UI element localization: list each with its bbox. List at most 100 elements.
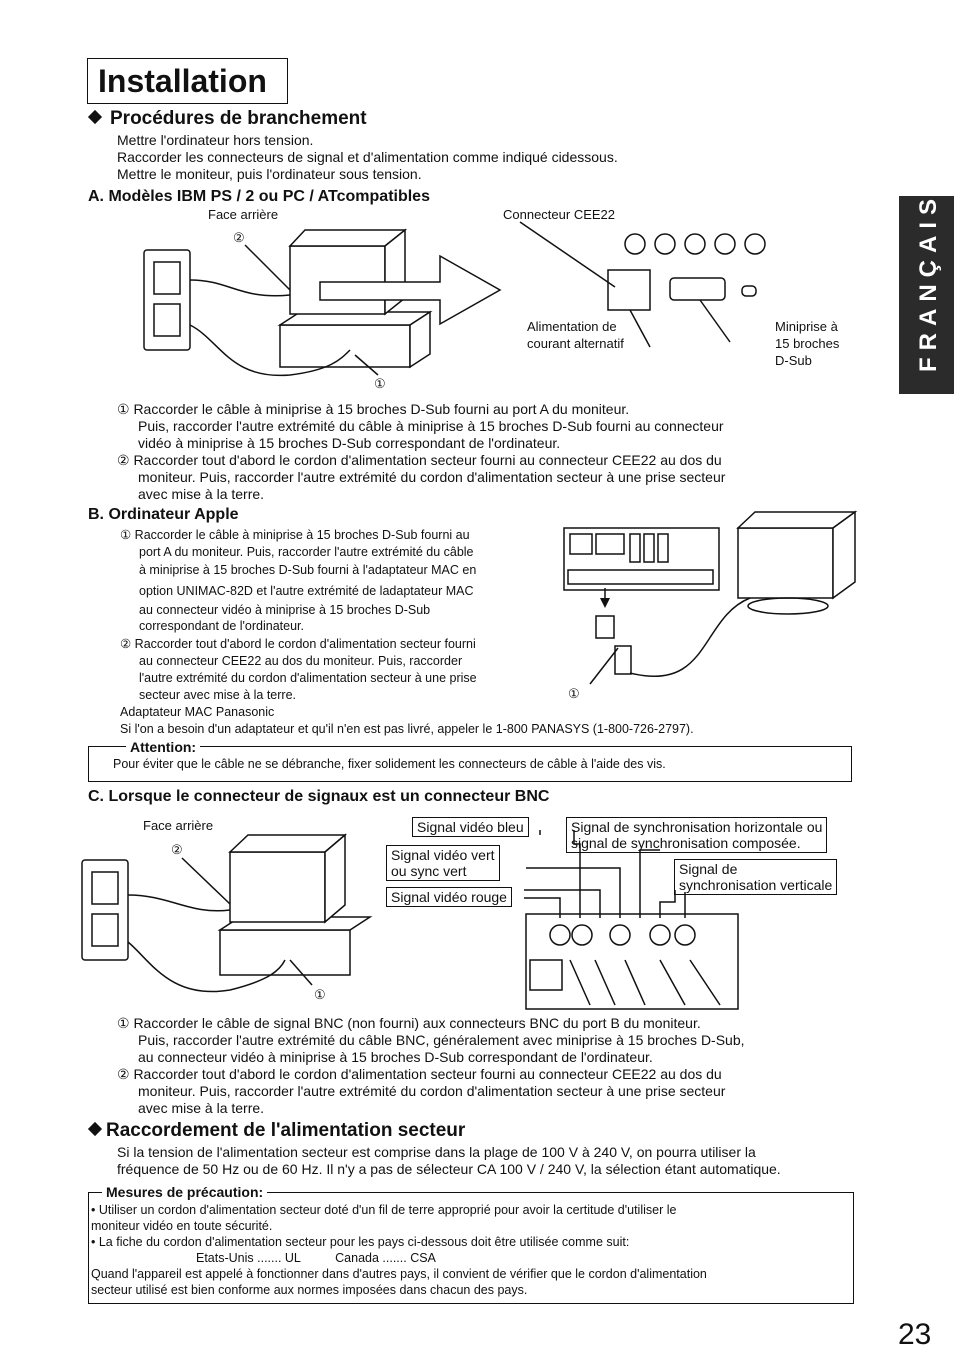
monitor-side-icon [324, 833, 346, 924]
bnc-cables-icon [569, 959, 721, 1006]
diagram-b-illustration [563, 510, 858, 685]
leader-line-icon [639, 849, 660, 918]
callout-1: ① [314, 987, 326, 1002]
adapter-caption: Adaptateur MAC Panasonic [120, 705, 275, 719]
callout-line-icon [289, 959, 313, 986]
monitor-back-icon [229, 851, 326, 923]
step-a2-line: avec mise à la terre. [138, 486, 265, 502]
bnc-connector-icon [624, 233, 646, 255]
bnc-connector-icon [744, 233, 766, 255]
power-cable-icon [189, 279, 291, 297]
step-c1-line: au connecteur vidéo à miniprise à 15 bro… [138, 1049, 653, 1065]
label-signal-vert-line: Signal vidéo vert [391, 847, 495, 863]
monitor-back-icon [737, 527, 834, 599]
diagram-c-illustration [81, 833, 373, 993]
language-side-tab: FRANÇAIS [899, 192, 954, 394]
procedures-heading-text: Procédures de branchement [110, 108, 367, 129]
callout-line-icon [519, 221, 616, 288]
label-vsync-line: Signal de [679, 861, 738, 877]
miniprise-label: Miniprise à [775, 319, 838, 334]
zoom-arrow-icon [319, 254, 502, 326]
procedure-line: Raccorder les connecteurs de signal et d… [117, 149, 618, 165]
adapter-note: Si l'on a besoin d'un adaptateur et qu'i… [120, 722, 694, 736]
wall-outlet-icon [81, 859, 129, 961]
power-line: Si la tension de l'alimentation secteur … [117, 1144, 756, 1160]
bnc-connector-icon [549, 924, 571, 946]
step-b2-line: au connecteur CEE22 au dos du moniteur. … [139, 654, 463, 668]
precaution-line: • Utiliser un cordon d'alimentation sect… [91, 1203, 677, 1217]
callout-line-icon [181, 857, 231, 905]
step-c2-line: ② Raccorder tout d'abord le cordon d'ali… [117, 1066, 722, 1082]
step-a1-line: vidéo à miniprise à 15 broches D-Sub cor… [138, 435, 561, 451]
leader-line-icon [659, 890, 676, 918]
signal-cable-icon [189, 324, 351, 377]
page-number: 23 [898, 1318, 932, 1351]
port-icon [595, 533, 625, 555]
callout-2: ② [171, 842, 183, 857]
leader-line-icon [573, 830, 581, 918]
section-procedures-heading: Procédures de branchement [87, 108, 367, 130]
bnc-connector-icon [684, 233, 706, 255]
bnc-connector-icon [609, 924, 631, 946]
attention-box [88, 746, 852, 782]
section-b-heading: B. Ordinateur Apple [88, 506, 239, 523]
step-a2-line: moniteur. Puis, raccorder l'autre extrém… [138, 469, 726, 485]
bnc-panel-illustration [524, 830, 739, 1010]
step-b1-line: option UNIMAC-82D et l'autre extrémité d… [139, 584, 474, 598]
outlet-socket-icon [153, 303, 181, 337]
step-b2-line: l'autre extrémité du cordon d'alimentati… [139, 671, 477, 685]
mac-adapter-icon [595, 615, 615, 639]
alimentation-label: courant alternatif [527, 336, 624, 351]
connecteur-cee22-label: Connecteur CEE22 [503, 207, 616, 222]
power-plug-icon [629, 309, 651, 348]
dsub-plug-icon [614, 645, 632, 675]
outlet-socket-icon [91, 913, 119, 947]
attention-label: Attention: [126, 739, 201, 755]
precaution-closing: Quand l'appareil est appelé à fonctionne… [91, 1267, 707, 1281]
connector-panel-a-illustration [519, 221, 766, 348]
dsub-plug-icon [669, 277, 726, 301]
face-arriere-label: Face arrière [208, 207, 279, 222]
power-cable-icon [127, 894, 231, 912]
port-icon [569, 533, 593, 555]
label-signal-vert-line: ou sync vert [391, 863, 467, 879]
precaution-closing: secteur utilisé est bien conforme aux no… [91, 1283, 528, 1297]
computer-case-icon [279, 324, 411, 368]
callout-2: ② [233, 230, 245, 245]
diamond-bullet-icon [87, 1121, 103, 1137]
step-a1-line: Puis, raccorder l'autre extrémité du câb… [138, 418, 724, 434]
precaution-countries: Etats-Unis ....... UL Canada ....... CSA [196, 1251, 436, 1265]
cee22-socket-icon [529, 959, 563, 991]
page-title: Installation [98, 63, 267, 99]
bnc-connector-icon [649, 924, 671, 946]
computer-case-icon [219, 929, 351, 976]
slot-icon [643, 533, 655, 563]
callout-1: ① [374, 376, 386, 391]
section-power-heading: Raccordement de l'alimentation secteur [87, 1120, 465, 1142]
small-port-icon [741, 285, 757, 297]
outlet-socket-icon [153, 261, 181, 295]
step-b2-line: secteur avec mise à la terre. [139, 688, 297, 702]
step-b1-line: port A du moniteur. Puis, raccorder l'au… [139, 545, 474, 559]
section-c-heading: C. Lorsque le connecteur de signaux est … [88, 788, 550, 805]
computer-side-icon [409, 310, 431, 369]
apple-rear-panel-icon [563, 527, 720, 591]
cee22-socket-icon [607, 269, 651, 311]
label-signal-rouge: Signal vidéo rouge [386, 887, 512, 907]
bnc-connector-icon [714, 233, 736, 255]
monitor-side-icon [832, 510, 856, 600]
page-title-box: Installation [87, 58, 288, 104]
step-a2-line: ② Raccorder tout d'abord le cordon d'ali… [117, 452, 722, 468]
step-c1-line: ① Raccorder le câble de signal BNC (non … [117, 1015, 701, 1031]
leader-line-icon [524, 897, 561, 918]
label-vsync: Signal de synchronisation verticale [674, 859, 838, 895]
leader-line-icon [526, 867, 621, 918]
signal-cable-icon [629, 597, 751, 678]
section-a-heading: A. Modèles IBM PS / 2 ou PC / ATcompatib… [88, 188, 430, 205]
language-side-tab-label: FRANÇAIS [915, 192, 942, 372]
step-b2-line: ② Raccorder tout d'abord le cordon d'ali… [120, 637, 476, 651]
slot-icon [629, 533, 641, 563]
callout-line-icon [589, 647, 619, 685]
precautions-label: Mesures de précaution: [102, 1184, 268, 1200]
miniprise-label: D-Sub [775, 353, 812, 368]
